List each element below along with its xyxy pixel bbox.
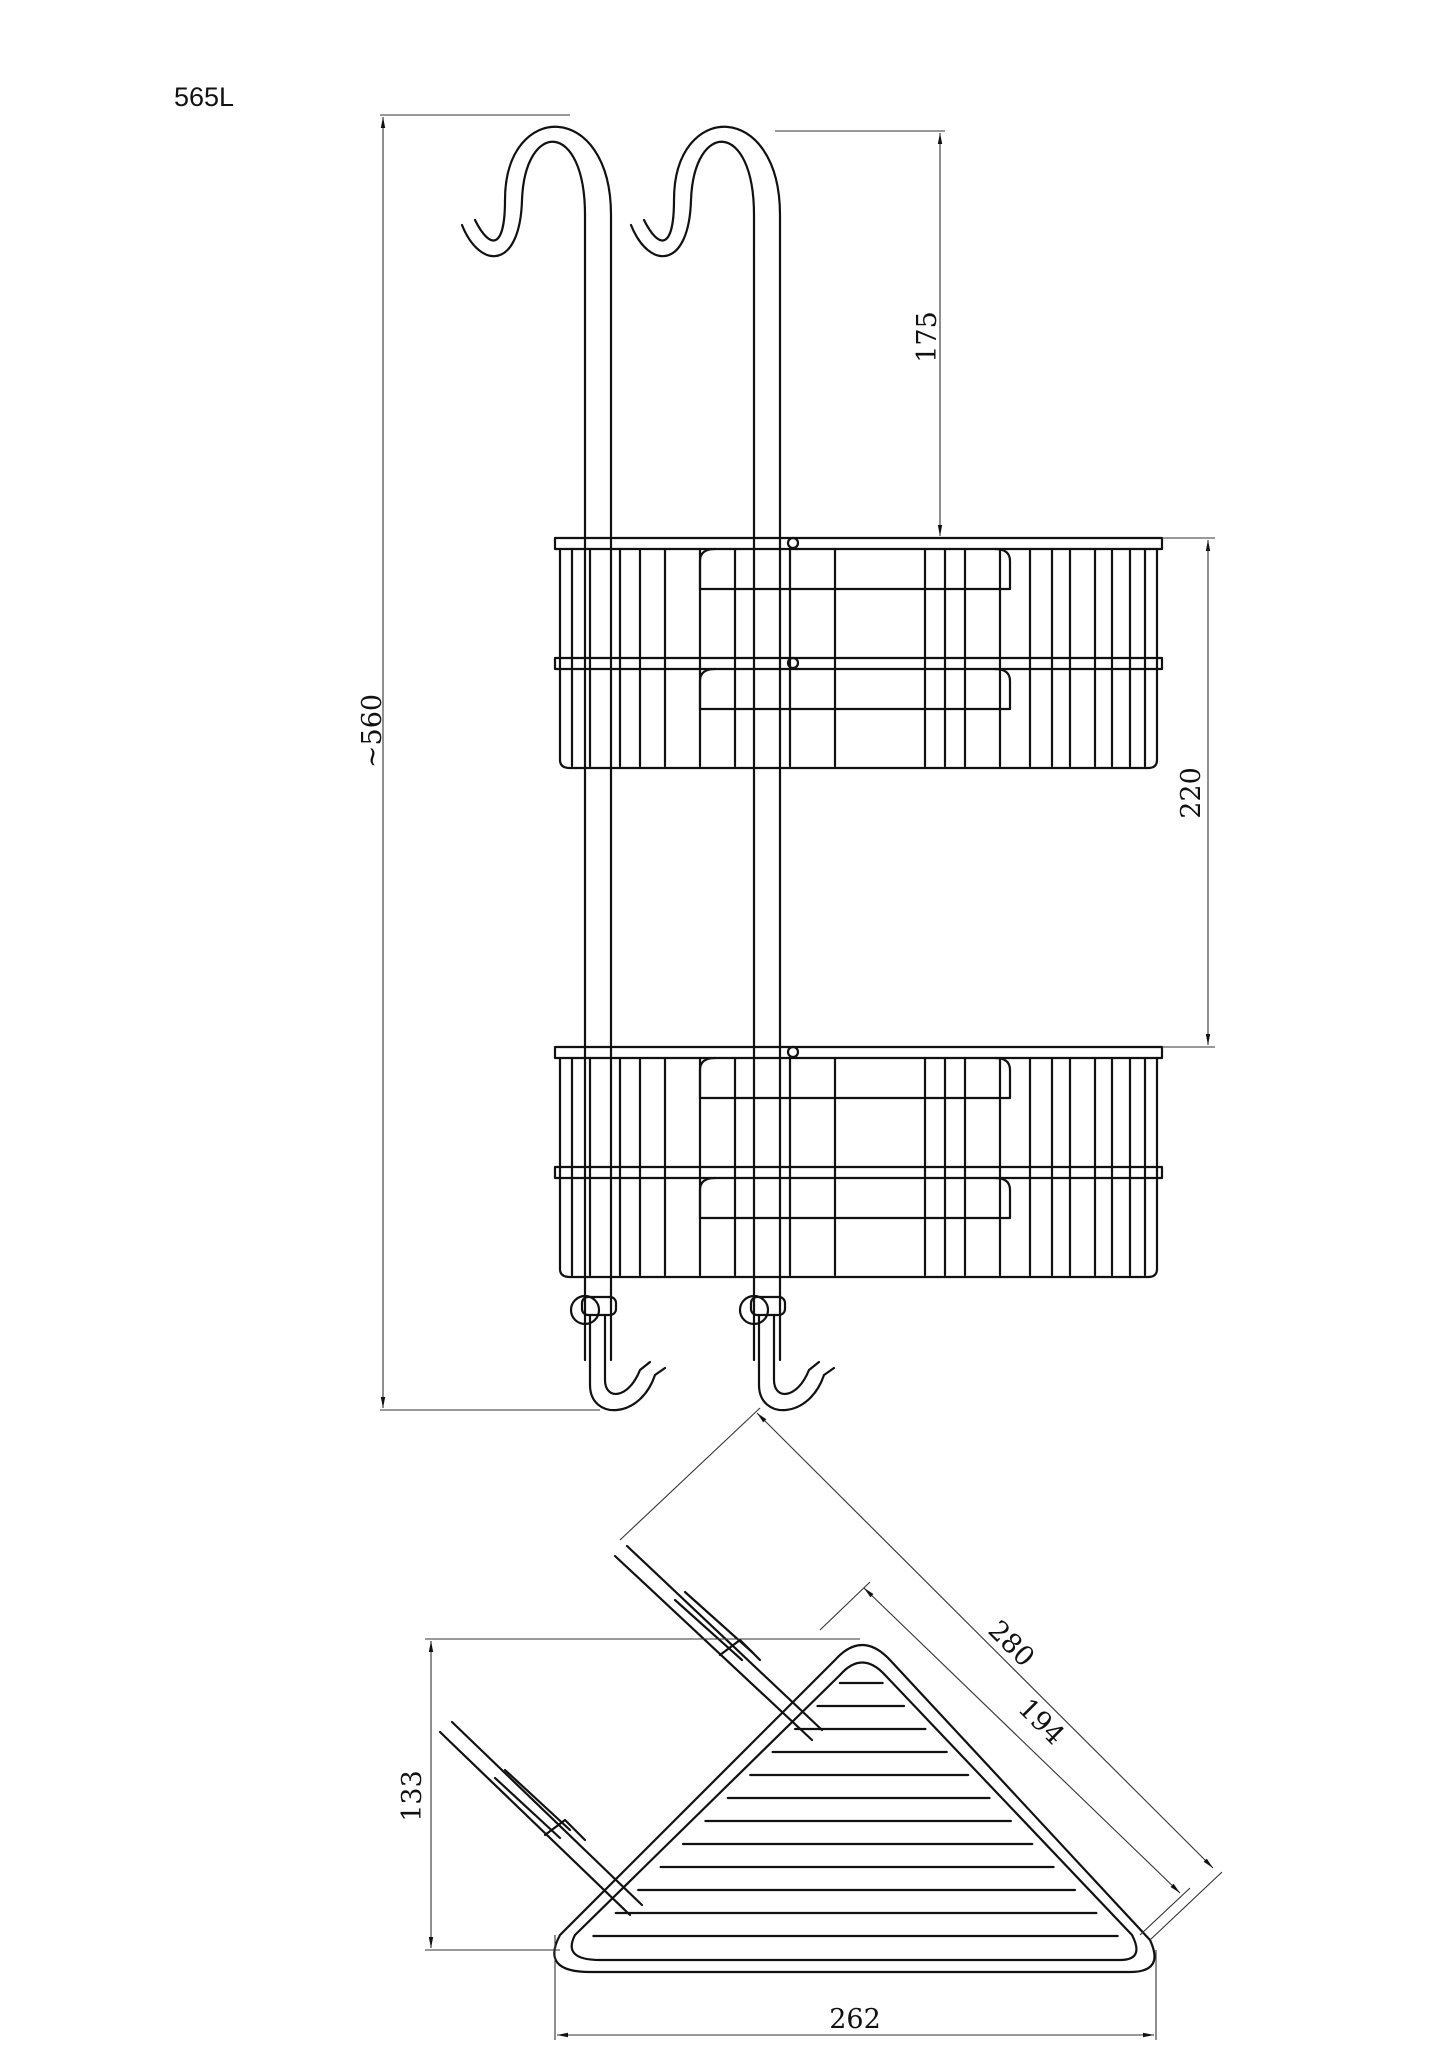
model-number: 565L (174, 82, 235, 112)
svg-text:175: 175 (912, 311, 943, 363)
dimension-basket-spacing: 220 (1162, 537, 1215, 1048)
svg-text:194: 194 (1012, 1693, 1070, 1751)
dimension-total-height: ~560 (357, 114, 600, 1411)
dimension-hook-to-basket: 175 (775, 130, 945, 536)
dimension-width: 262 (554, 1935, 1157, 2040)
front-view (460, 125, 1164, 1412)
dimension-diagonal-outer: 280 (619, 1407, 1223, 1941)
basket-1 (553, 536, 1164, 770)
wall-bracket-lower (438, 1720, 644, 1917)
corner-basket-outline (553, 1644, 1156, 1974)
svg-text:~560: ~560 (357, 694, 388, 768)
svg-text:280: 280 (982, 1615, 1040, 1673)
svg-text:133: 133 (397, 1770, 428, 1822)
top-view (438, 1544, 1156, 1974)
bottom-hook-left (569, 1294, 667, 1412)
dimension-depth: 133 (397, 1638, 860, 1951)
wall-bracket-upper (613, 1544, 824, 1742)
hanging-hook-right (629, 125, 782, 1362)
bottom-hook-right (738, 1294, 836, 1412)
svg-text:220: 220 (1176, 767, 1207, 819)
svg-text:262: 262 (829, 2004, 881, 2035)
basket-2 (553, 1045, 1164, 1279)
hanging-hook-left (460, 125, 613, 1362)
